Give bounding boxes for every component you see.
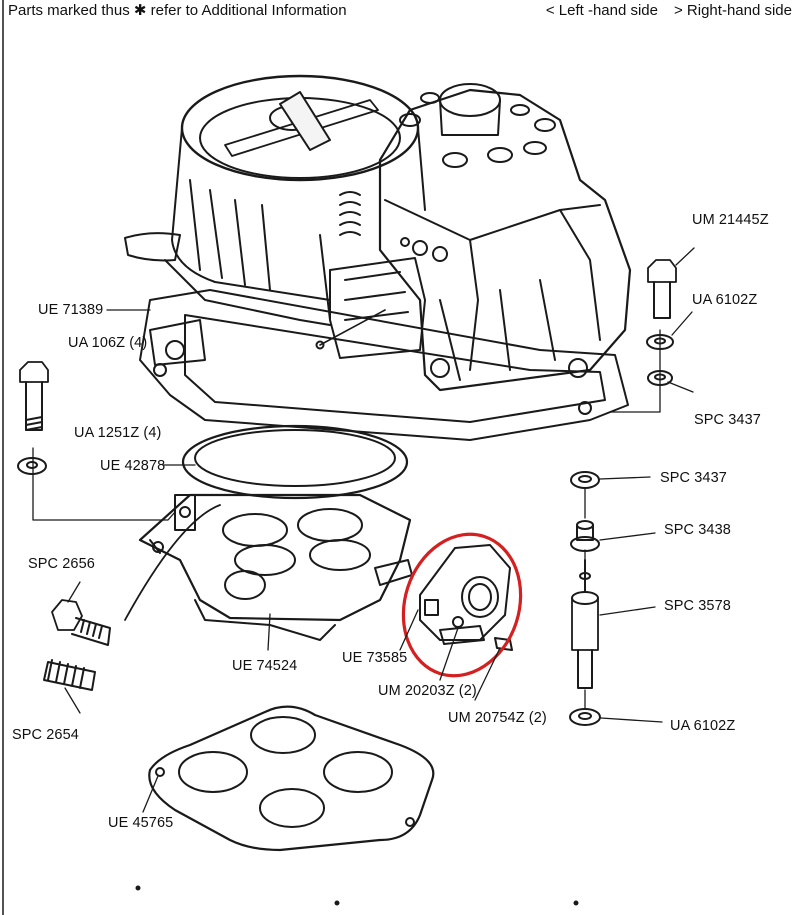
right-hand-side-key: > Right-hand side [674, 2, 792, 19]
label-spc-3438: SPC 3438 [664, 522, 731, 538]
label-ue-74524: UE 74524 [232, 658, 298, 674]
label-um-21445z: UM 21445Z [692, 212, 769, 228]
label-spc-3578: SPC 3578 [664, 598, 731, 614]
additional-info-note: Parts marked thus ✱ refer to Additional … [8, 2, 347, 19]
bush-spc-3438 [570, 520, 600, 552]
label-ua-6102z-bottom: UA 6102Z [670, 718, 736, 734]
highlight-circle [401, 532, 523, 678]
label-ue-45765: UE 45765 [108, 815, 174, 831]
bolt-um-21445z [647, 259, 677, 319]
bolt-ua-106z [19, 361, 49, 431]
washer-ua-6102z-bottom [569, 708, 601, 726]
base-gasket-ue-45765 [148, 705, 435, 852]
label-spc-3437-b: SPC 3437 [660, 470, 727, 486]
label-ua-1251z: UA 1251Z (4) [74, 425, 162, 441]
gasket-ue-71389 [139, 289, 629, 441]
label-spc-2654: SPC 2654 [12, 727, 79, 743]
side-key: < Left -hand side > Right-hand side [530, 2, 792, 20]
dot-marker [135, 885, 141, 891]
screw-spc-2656 [51, 599, 111, 646]
label-ue-73585: UE 73585 [342, 650, 408, 666]
label-ua-106z: UA 106Z (4) [68, 335, 148, 351]
washer-spc-3437-b [570, 471, 600, 489]
carburettor-body [124, 74, 632, 392]
label-spc-3437-a: SPC 3437 [694, 412, 761, 428]
washer-ua-1251z [17, 457, 47, 475]
label-ua-6102z-top: UA 6102Z [692, 292, 758, 308]
throttle-body [124, 493, 413, 641]
label-ue-42878: UE 42878 [100, 458, 166, 474]
left-hand-side-key: < Left -hand side [545, 2, 658, 19]
spring-spc-2654 [43, 659, 96, 691]
label-um-20754z: UM 20754Z (2) [448, 710, 547, 726]
leader-lines [32, 247, 695, 813]
dot-marker [573, 900, 579, 906]
spacer-ue-42878 [181, 424, 409, 500]
label-spc-2656: SPC 2656 [28, 556, 95, 572]
dot-marker [334, 900, 340, 906]
throttle-position-sensor [419, 544, 513, 651]
label-um-20203z: UM 20203Z (2) [378, 683, 477, 699]
label-ue-71389: UE 71389 [38, 302, 104, 318]
